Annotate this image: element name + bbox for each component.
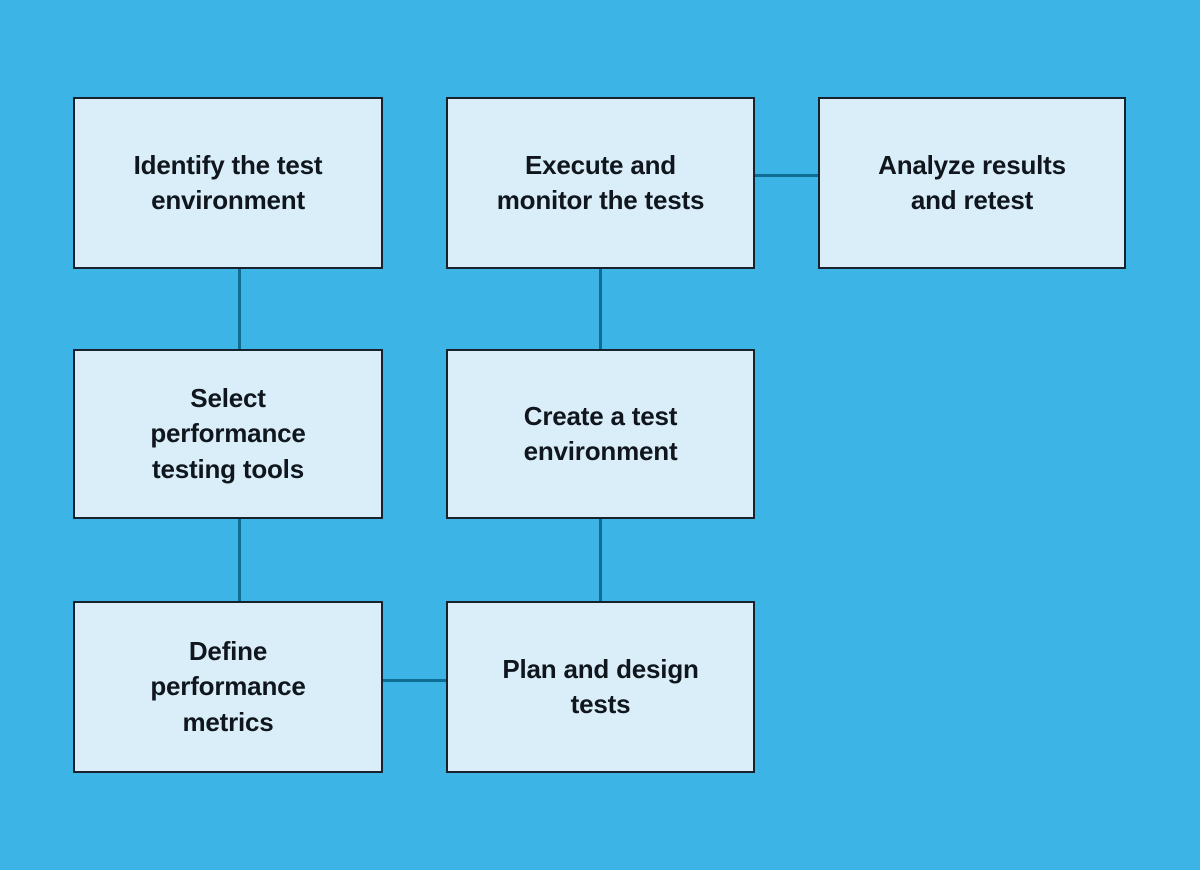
connector-plan-to-create xyxy=(599,517,602,603)
connector-select-to-define xyxy=(238,517,241,603)
connector-define-to-plan xyxy=(381,679,448,682)
connector-create-to-execute xyxy=(599,267,602,351)
node-label-create-a-test-environment: Create a test environment xyxy=(523,400,678,466)
node-define-performance-metrics[interactable]: Define performance metrics xyxy=(73,601,383,773)
node-label-identify-the-test-environment: Identify the test environment xyxy=(133,149,323,215)
node-analyze-results-and-retest[interactable]: Analyze results and retest xyxy=(818,97,1126,269)
connector-execute-to-analyze xyxy=(753,174,820,177)
node-execute-and-monitor-the-tests[interactable]: Execute and monitor the tests xyxy=(446,97,755,269)
node-select-performance-testing-tools[interactable]: Select performance testing tools xyxy=(73,349,383,519)
node-label-execute-and-monitor-the-tests: Execute and monitor the tests xyxy=(496,149,705,215)
node-create-a-test-environment[interactable]: Create a test environment xyxy=(446,349,755,519)
node-label-plan-and-design-tests: Plan and design tests xyxy=(502,653,699,719)
node-plan-and-design-tests[interactable]: Plan and design tests xyxy=(446,601,755,773)
node-label-define-performance-metrics: Define performance metrics xyxy=(150,636,306,737)
node-identify-the-test-environment[interactable]: Identify the test environment xyxy=(73,97,383,269)
connector-identify-to-select xyxy=(238,267,241,351)
node-label-select-performance-testing-tools: Select performance testing tools xyxy=(150,383,306,484)
node-label-analyze-results-and-retest: Analyze results and retest xyxy=(878,149,1066,215)
